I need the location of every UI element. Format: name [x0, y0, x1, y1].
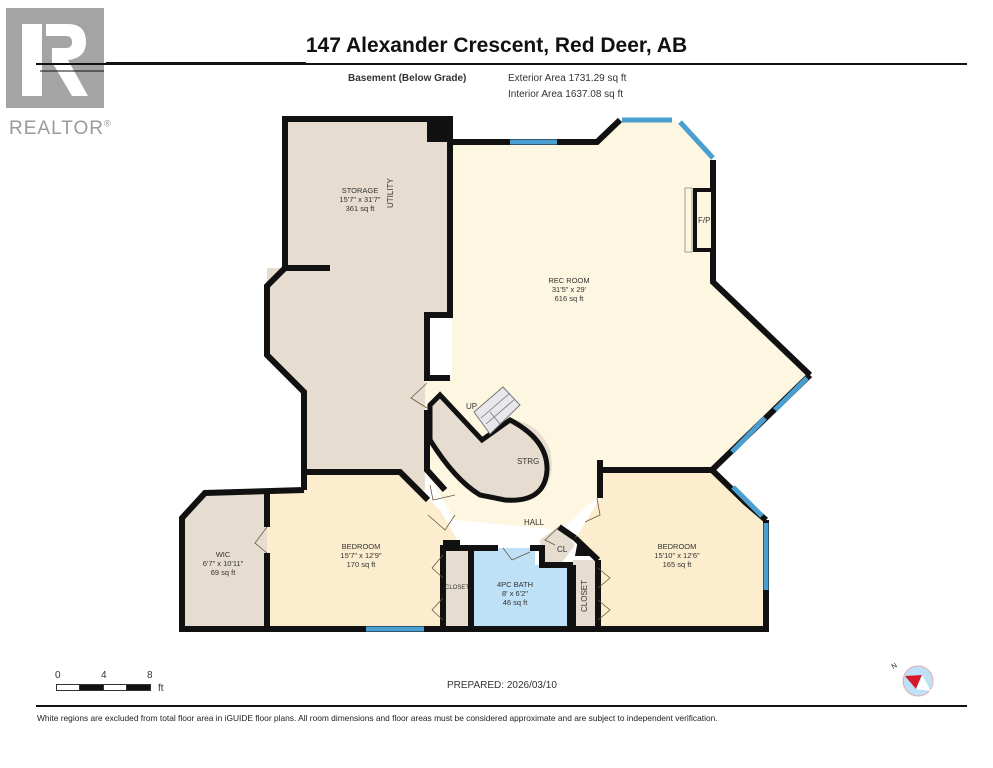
- door-swings: [254, 382, 611, 621]
- closet-left-label: CLOSET: [445, 585, 470, 591]
- property-title: 147 Alexander Crescent, Red Deer, AB: [305, 34, 688, 57]
- disclaimer: White regions are excluded from total fl…: [37, 713, 718, 723]
- interior-area: Interior Area 1637.08 sq ft: [508, 89, 624, 100]
- cl-label: CL: [557, 545, 568, 554]
- utility-label: UTILITY: [386, 178, 395, 208]
- wic-area: [182, 493, 267, 629]
- bedroom-left-area: [267, 472, 460, 629]
- logo-rule: [106, 62, 306, 63]
- scale-unit: ft: [158, 683, 164, 694]
- closet-right-area: [573, 560, 598, 629]
- exterior-area: Exterior Area 1731.29 sq ft: [508, 73, 627, 84]
- closet-right-label: CLOSET: [580, 579, 589, 612]
- fireplace-label: F/P: [698, 216, 711, 225]
- realtor-logo-mark: [6, 8, 104, 108]
- stairs-up-label: UP: [466, 402, 478, 411]
- scale-tick-4: 4: [101, 670, 107, 681]
- storage-room-area: [267, 119, 452, 490]
- header-divider: [36, 63, 967, 65]
- closet-left-area: [443, 550, 471, 629]
- realtor-wordmark: REALTOR®: [9, 118, 112, 139]
- scale-tick-0: 0: [55, 670, 61, 681]
- windows: [366, 117, 809, 632]
- compass-icon: N: [891, 662, 938, 704]
- bedroom-right-area: [575, 470, 766, 629]
- level-label: Basement (Below Grade): [348, 73, 467, 84]
- prepared-date: PREPARED: 2026/03/10: [447, 680, 557, 691]
- scale-tick-8: 8: [147, 670, 153, 681]
- stairs: [473, 386, 521, 435]
- realtor-logo: REALTOR®: [6, 8, 111, 139]
- hall-label: HALL: [524, 518, 545, 527]
- fireplace: [693, 188, 715, 252]
- strg-label: STRG: [517, 457, 540, 466]
- footer-divider: [36, 705, 967, 707]
- bath-area: [471, 548, 570, 629]
- walls: [179, 116, 813, 632]
